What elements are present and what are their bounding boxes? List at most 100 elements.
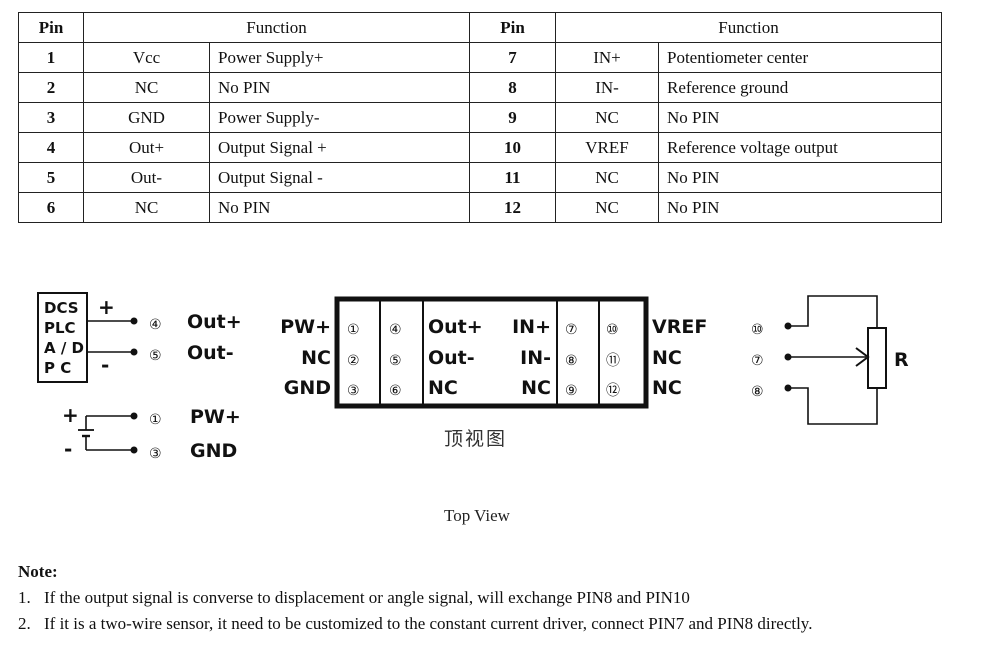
pin-circle-11: ⑪	[606, 353, 620, 369]
table-row: 2 NC No PIN 8 IN- Reference ground	[18, 72, 942, 103]
pin-circle-1: ①	[347, 322, 360, 338]
top-view-caption: Top View	[444, 506, 510, 525]
power-wiring: + - ① ③ PW+ GND	[62, 403, 241, 462]
module-outline	[334, 296, 649, 409]
terminal-dot	[130, 412, 138, 420]
module-right-label: NC	[652, 347, 682, 369]
pin-number: 2	[18, 72, 84, 103]
pin-function: No PIN	[658, 162, 942, 193]
header-pin: Pin	[18, 12, 84, 43]
minus-sign: -	[64, 437, 72, 461]
pin-function: Output Signal -	[209, 162, 470, 193]
out-plus-label: Out+	[187, 311, 242, 333]
table-row: 4 Out+ Output Signal + 10 VREF Reference…	[18, 132, 942, 163]
output-wiring: + - ④ ⑤ Out+ Out-	[87, 295, 242, 377]
note-number: 1.	[18, 588, 31, 607]
pin-function: Reference ground	[658, 72, 942, 103]
pin-function: Reference voltage output	[658, 132, 942, 163]
module-right-label: VREF	[652, 316, 707, 338]
table-row: 6 NC No PIN 12 NC No PIN	[18, 192, 942, 223]
pin-function: No PIN	[658, 192, 942, 223]
note-item: 1. If the output signal is converse to di…	[18, 588, 988, 608]
module-left-label: NC	[301, 347, 331, 369]
pin-circle-9: ⑨	[565, 383, 578, 399]
pin-signal: IN-	[555, 72, 659, 103]
pin-function: Potentiometer center	[658, 42, 942, 73]
pin-circle-12: ⑫	[606, 383, 620, 399]
device-label: P C	[44, 359, 71, 377]
out-minus-label: Out-	[187, 342, 234, 364]
pin-circle-1: ①	[149, 412, 162, 428]
pin-number: 5	[18, 162, 84, 193]
ground-wire	[788, 387, 878, 425]
chinese-top-view-caption: 顶视图	[444, 428, 508, 450]
note-text: If the output signal is converse to disp…	[44, 588, 690, 607]
pin-number: 6	[18, 192, 84, 223]
pin-circle-3: ③	[149, 446, 162, 462]
pin-signal: NC	[83, 72, 210, 103]
pin-signal: NC	[555, 192, 659, 223]
pin-circle-2: ②	[347, 353, 360, 369]
pin-signal: IN+	[555, 42, 659, 73]
terminal-dot	[130, 317, 138, 325]
module-right-label: NC	[652, 377, 682, 399]
pin-signal: Out+	[83, 132, 210, 163]
notes-section: Note: 1. If the output signal is converse…	[18, 562, 988, 640]
output-device-box: DCS PLC A / D P C	[37, 292, 88, 383]
table-row: 3 GND Power Supply- 9 NC No PIN	[18, 102, 942, 133]
pin-signal: Vcc	[83, 42, 210, 73]
pin-function: Power Supply+	[209, 42, 470, 73]
pin-circle-8: ⑧	[751, 384, 764, 400]
module-top-view: PW+ NC GND ① ② ③ ④ ⑤ ⑥ Out+ Out- NC IN+ …	[280, 296, 707, 409]
table-header-row: Pin Function Pin Function	[18, 12, 942, 43]
plus-sign: +	[98, 295, 115, 319]
module-mid-label: IN-	[520, 347, 551, 369]
pin-function: Output Signal +	[209, 132, 470, 163]
device-label: PLC	[44, 319, 76, 337]
terminal-dot	[130, 446, 138, 454]
terminal-dot	[130, 348, 138, 356]
pin-circle-7: ⑦	[565, 322, 578, 338]
table-row: 5 Out- Output Signal - 11 NC No PIN	[18, 162, 942, 193]
pin-circle-5: ⑤	[149, 348, 162, 364]
note-text: If it is a two-wire sensor, it need to b…	[44, 614, 813, 633]
pin-number: 12	[469, 192, 556, 223]
pin-circle-6: ⑥	[389, 383, 402, 399]
pin-circle-4: ④	[149, 317, 162, 333]
vref-wire	[788, 295, 878, 328]
note-item: 2. If it is a two-wire sensor, it need to…	[18, 614, 988, 634]
table-row: 1 Vcc Power Supply+ 7 IN+ Potentiometer …	[18, 42, 942, 73]
header-function: Function	[555, 12, 942, 43]
module-mid-label: Out-	[428, 347, 475, 369]
resistor-label: R	[894, 349, 909, 371]
pin-circle-4: ④	[389, 322, 402, 338]
pin-function-table: Pin Function Pin Function 1 Vcc Power Su…	[18, 12, 942, 223]
note-number: 2.	[18, 614, 31, 633]
device-label: DCS	[44, 299, 79, 317]
pin-number: 10	[469, 132, 556, 163]
module-left-label: GND	[284, 377, 331, 399]
pin-function: No PIN	[209, 192, 470, 223]
module-mid-label: NC	[521, 377, 551, 399]
plus-sign: +	[62, 403, 79, 427]
device-label: A / D	[44, 339, 84, 357]
pin-function: No PIN	[658, 102, 942, 133]
pin-circle-10: ⑩	[751, 322, 764, 338]
pin-circle-3: ③	[347, 383, 360, 399]
pin-circle-8: ⑧	[565, 353, 578, 369]
pin-number: 3	[18, 102, 84, 133]
module-left-label: PW+	[280, 316, 331, 338]
minus-sign: -	[101, 353, 109, 377]
gnd-label: GND	[190, 440, 237, 462]
module-mid-label: IN+	[512, 316, 551, 338]
notes-title: Note:	[18, 562, 58, 581]
pin-signal: Out-	[83, 162, 210, 193]
pin-function: No PIN	[209, 72, 470, 103]
pin-circle-7: ⑦	[751, 353, 764, 369]
pin-function: Power Supply-	[209, 102, 470, 133]
header-function: Function	[83, 12, 470, 43]
pin-signal: NC	[555, 102, 659, 133]
pin-circle-5: ⑤	[389, 353, 402, 369]
pin-number: 7	[469, 42, 556, 73]
